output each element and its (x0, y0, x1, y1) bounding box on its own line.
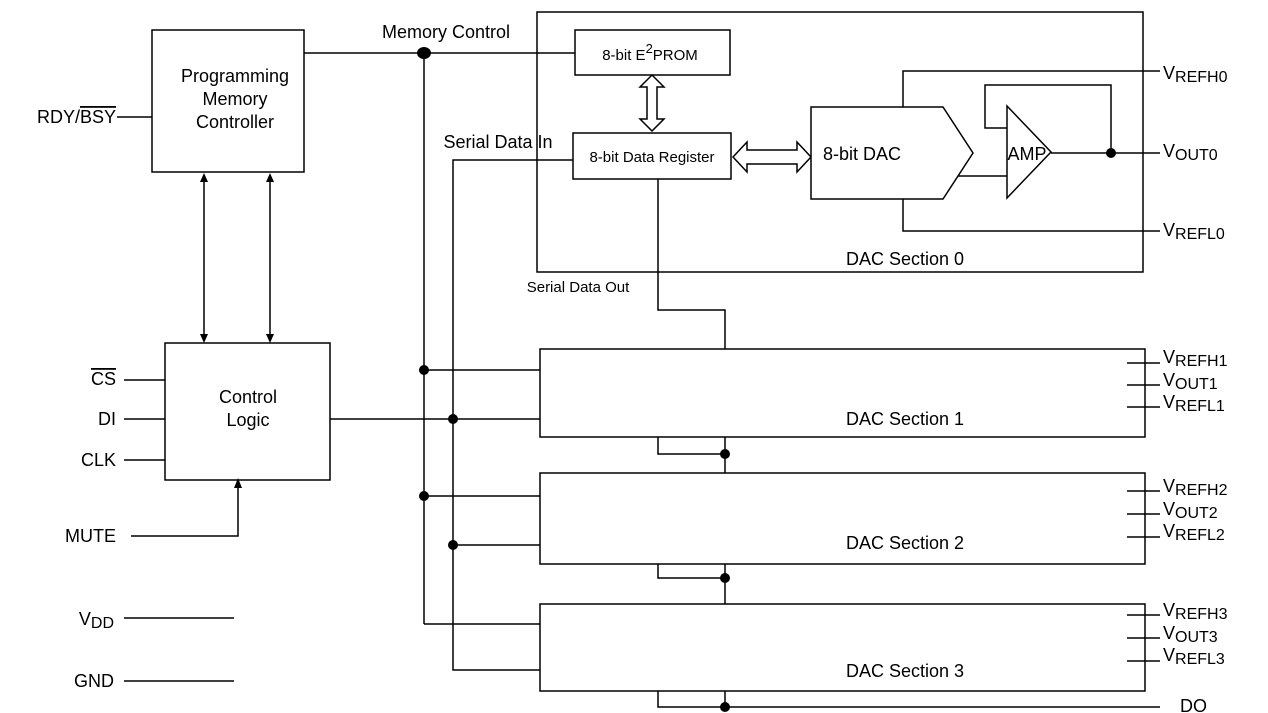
vrefl3-sub: REFL3 (1175, 651, 1225, 668)
serial-data-bus: Serial Data In (330, 132, 573, 671)
dac-section-3-label: DAC Section 3 (846, 661, 964, 681)
memory-control-bus: Memory Control (304, 22, 575, 625)
vrefh2-sub: REFH2 (1175, 482, 1228, 499)
vrefl0-label: VREFL0 (1163, 220, 1225, 243)
vdd-label: VDD (79, 609, 114, 632)
register-dac-arrow (731, 140, 813, 174)
bsy-label: BSY (80, 107, 116, 127)
control-logic-block: Control Logic (164, 342, 331, 481)
pmc-line-3: Controller (196, 112, 274, 132)
memory-control-label: Memory Control (382, 22, 510, 42)
vout2-label: VOUT2 (1163, 499, 1218, 522)
controller-logic-arrows (200, 173, 274, 343)
power-pins: VDD GND (74, 609, 234, 691)
amp-block (1006, 104, 1053, 200)
vout0-main: V (1163, 141, 1175, 161)
eeprom-prefix: 8-bit E (602, 47, 645, 64)
eeprom-block (574, 29, 731, 76)
vout3-label: VOUT3 (1163, 623, 1218, 646)
do-label: DO (1180, 696, 1207, 713)
vrefh0-main: V (1163, 63, 1175, 83)
data-register-block (572, 132, 732, 180)
dac-section-2: DAC Section 2 VREFH2 VOUT2 VREFL2 (539, 472, 1228, 565)
vrefl0-sub: REFL0 (1175, 226, 1225, 243)
vrefl1-main: V (1163, 392, 1175, 412)
vrefl2-main: V (1163, 521, 1175, 541)
programming-memory-controller: Programming Memory Controller (151, 29, 305, 173)
vout1-sub: OUT1 (1175, 376, 1218, 393)
vrefh0-sub: REFH0 (1175, 69, 1228, 86)
vrefh1-label: VREFH1 (1163, 347, 1228, 370)
pmc-line-1: Programming (181, 66, 289, 86)
clk-label: CLK (81, 450, 116, 470)
dac-section-0: DAC Section 0 8-bit E2PROM 8-bit Data Re… (536, 11, 1228, 273)
vout2-main: V (1163, 499, 1175, 519)
vrefl3-main: V (1163, 645, 1175, 665)
vrefl2-sub: REFL2 (1175, 527, 1225, 544)
mute-arrow-icon (234, 478, 242, 488)
dac-section-2-label: DAC Section 2 (846, 533, 964, 553)
control-logic-line-2: Logic (226, 410, 269, 430)
vout3-sub: OUT3 (1175, 629, 1218, 646)
di-label: DI (98, 409, 116, 429)
dac-section-1-label: DAC Section 1 (846, 409, 964, 429)
eeprom-label: 8-bit E2PROM (602, 41, 698, 64)
vrefl3-label: VREFL3 (1163, 645, 1225, 668)
vrefl1-sub: REFL1 (1175, 398, 1225, 415)
vrefh3-main: V (1163, 600, 1175, 620)
vout3-main: V (1163, 623, 1175, 643)
vrefl2-label: VREFL2 (1163, 521, 1225, 544)
control-logic-line-1: Control (219, 387, 277, 407)
amp-label: AMP (1007, 144, 1046, 164)
data-register-label: 8-bit Data Register (589, 149, 714, 166)
mute-label: MUTE (65, 526, 116, 546)
eeprom-sup: 2 (646, 41, 653, 56)
vout0-sub: OUT0 (1175, 147, 1218, 164)
vrefh1-main: V (1163, 347, 1175, 367)
dac-section-0-label: DAC Section 0 (846, 249, 964, 269)
vout2-sub: OUT2 (1175, 505, 1218, 522)
control-inputs: CS DI CLK MUTE (65, 369, 242, 546)
rdy-bsy-input: RDY/BSY (37, 107, 152, 127)
vrefh0-label: VREFH0 (1163, 63, 1228, 86)
vout0-label: VOUT0 (1163, 141, 1218, 164)
vout1-main: V (1163, 370, 1175, 390)
eeprom-suffix: PROM (653, 47, 698, 64)
vdd-main: V (79, 609, 91, 629)
vrefl0-main: V (1163, 220, 1175, 240)
vrefh2-main: V (1163, 476, 1175, 496)
vrefh2-label: VREFH2 (1163, 476, 1228, 499)
vdd-sub: DD (91, 615, 114, 632)
vrefh3-sub: REFH3 (1175, 606, 1228, 623)
cs-label: CS (91, 369, 116, 389)
vrefl1-label: VREFL1 (1163, 392, 1225, 415)
dac-section-1: DAC Section 1 VREFH1 VOUT1 VREFL1 (539, 347, 1228, 438)
dac-section-3: DAC Section 3 VREFH3 VOUT3 VREFL3 (539, 600, 1228, 692)
vout1-label: VOUT1 (1163, 370, 1218, 393)
rdy-label: RDY/ (37, 107, 80, 127)
dac-label: 8-bit DAC (823, 144, 901, 164)
gnd-label: GND (74, 671, 114, 691)
vrefh3-label: VREFH3 (1163, 600, 1228, 623)
serial-data-out-label: Serial Data Out (527, 279, 630, 296)
pmc-line-2: Memory (202, 89, 267, 109)
rdy-bsy-label: RDY/BSY (37, 107, 116, 127)
serial-data-in-label: Serial Data In (443, 132, 552, 152)
eeprom-register-arrow (638, 73, 666, 133)
vrefh1-sub: REFH1 (1175, 353, 1228, 370)
